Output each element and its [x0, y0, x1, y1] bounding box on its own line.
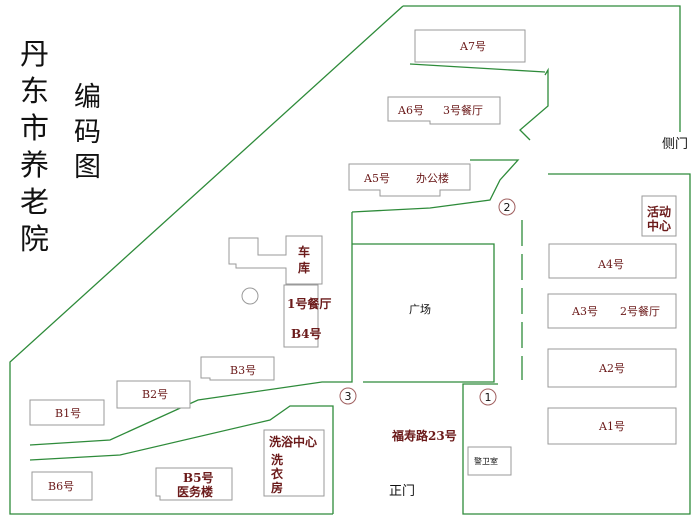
label-b3: B3号: [230, 364, 256, 377]
label-activity-1: 活动: [647, 204, 671, 219]
building-a6: [387, 96, 501, 125]
label-a4: A4号: [597, 258, 624, 271]
label-b1: B1号: [55, 407, 81, 420]
marker-3: 3: [345, 390, 352, 403]
title-main: 丹东市养老院: [20, 37, 50, 256]
building-bath-laundry: [263, 429, 325, 497]
label-a2: A2号: [598, 362, 625, 375]
label-laundry-3: 房: [271, 480, 283, 495]
building-b3: [200, 356, 275, 381]
label-garage-2: 库: [298, 260, 310, 275]
label-laundry-1: 洗: [271, 452, 283, 467]
marker-1: 1: [485, 391, 492, 404]
building-a5: [348, 163, 471, 197]
marker-2: 2: [504, 201, 511, 214]
building-canteen1-b4: [283, 284, 319, 348]
title-sub: 编码图: [74, 82, 101, 183]
label-canteen3: 3号餐厅: [443, 103, 483, 117]
label-a3: A3号: [571, 305, 598, 318]
label-guard-room: 警卫室: [474, 456, 498, 466]
building-garage: [228, 235, 323, 285]
label-a5: A5号: [363, 172, 390, 185]
building-guard-room: [467, 446, 512, 476]
marker-1-circle: [479, 388, 497, 406]
building-b2: [116, 380, 191, 409]
label-bath: 洗浴中心: [269, 434, 317, 449]
label-a7: A7号: [459, 40, 486, 53]
building-a4: [548, 243, 677, 279]
label-b2: B2号: [142, 388, 168, 401]
label-canteen2: 2号餐厅: [620, 304, 660, 318]
label-garage-1: 车: [298, 244, 310, 259]
markers: 1 2 3: [339, 198, 516, 406]
roads: [9, 5, 691, 515]
tree-circle: [241, 287, 259, 305]
building-b5: [155, 467, 233, 501]
marker-3-circle: [339, 387, 357, 405]
buildings: [29, 29, 677, 501]
label-b6: B6号: [48, 480, 74, 493]
building-b1: [29, 399, 105, 426]
label-laundry-2: 衣: [271, 466, 283, 481]
label-side-gate: 侧门: [662, 137, 688, 152]
marker-2-circle: [498, 198, 516, 216]
building-a3-canteen2: [547, 293, 677, 329]
labels: A7号 A6号 3号餐厅 A5号 办公楼 活动 中心 A4号 A3号 2号餐厅 …: [48, 40, 688, 499]
building-b6: [31, 471, 93, 501]
label-b5: B5号: [183, 470, 214, 485]
label-activity-2: 中心: [647, 218, 671, 233]
label-main-gate: 正门: [389, 484, 415, 499]
label-medical: 医务楼: [177, 484, 213, 499]
label-plaza: 广场: [409, 302, 431, 316]
label-b4: B4号: [291, 326, 322, 341]
building-a1: [547, 407, 677, 445]
building-activity-center: [641, 195, 677, 237]
building-a2: [547, 348, 677, 388]
label-office: 办公楼: [416, 171, 449, 185]
label-a6: A6号: [397, 104, 424, 117]
building-a7: [414, 29, 526, 63]
label-canteen1: 1号餐厅: [287, 296, 331, 311]
label-a1: A1号: [598, 420, 625, 433]
label-address: 福寿路23号: [391, 428, 457, 443]
